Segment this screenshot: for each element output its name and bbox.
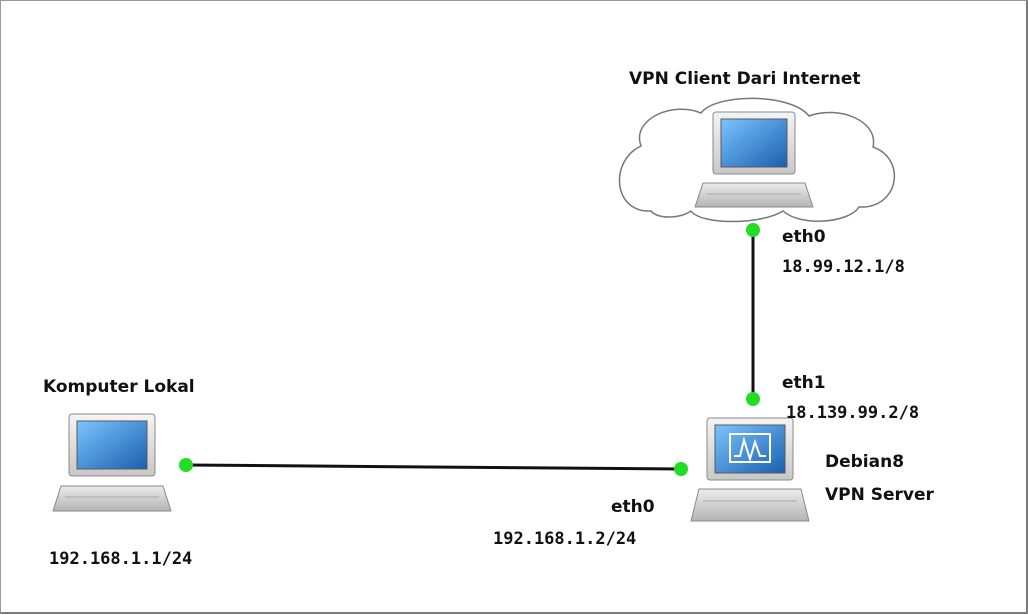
port-server-eth1 bbox=[746, 392, 760, 406]
laptop-in-cloud-icon bbox=[694, 111, 814, 208]
link-local-server bbox=[185, 463, 682, 471]
server-role: VPN Server bbox=[825, 485, 934, 505]
client-title: VPN Client Dari Internet bbox=[629, 69, 861, 89]
server-eth0-name: eth0 bbox=[611, 497, 655, 517]
client-eth0-ip: 18.99.12.1/8 bbox=[782, 257, 905, 277]
client-eth0-name: eth0 bbox=[782, 227, 826, 247]
server-eth1-name: eth1 bbox=[782, 373, 826, 393]
laptop-icon bbox=[52, 413, 172, 512]
port-client-eth0 bbox=[746, 223, 760, 237]
port-local bbox=[179, 458, 193, 472]
port-server-eth0 bbox=[674, 462, 688, 476]
server-eth1-ip: 18.139.99.2/8 bbox=[786, 403, 920, 423]
local-title: Komputer Lokal bbox=[43, 377, 195, 397]
server-eth0-ip: 192.168.1.2/24 bbox=[493, 529, 637, 549]
local-ip: 192.168.1.1/24 bbox=[49, 549, 193, 569]
server-name: Debian8 bbox=[825, 452, 905, 472]
server-laptop-icon bbox=[690, 417, 810, 522]
